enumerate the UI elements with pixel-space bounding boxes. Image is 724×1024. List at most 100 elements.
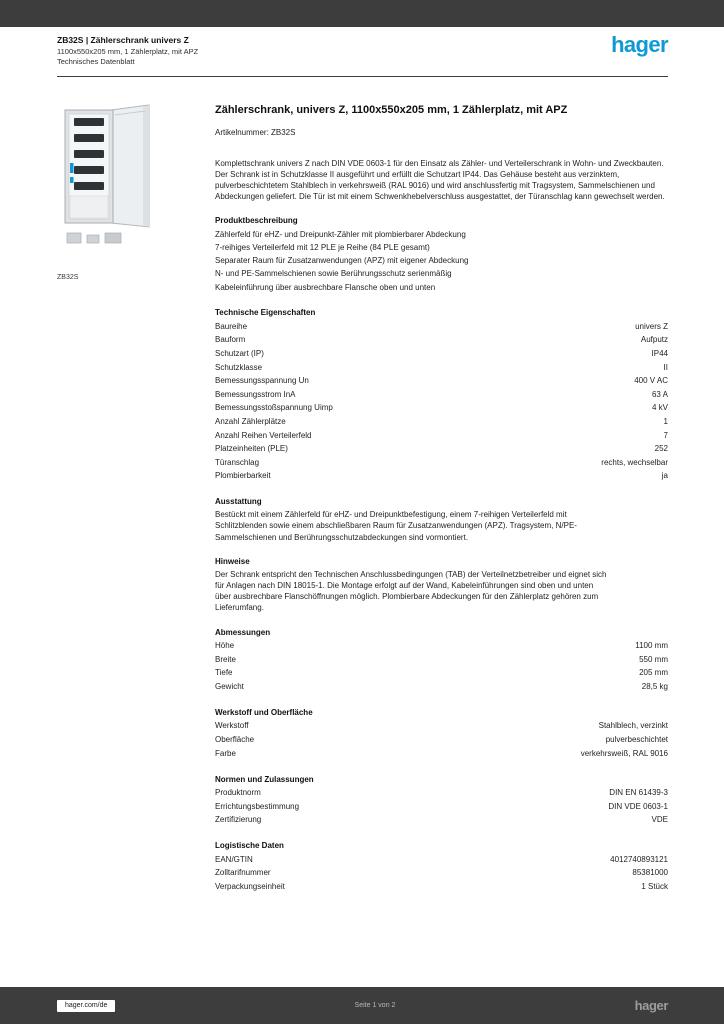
spec-value: 1100 mm — [635, 641, 668, 651]
product-intro-text: Komplettschrank univers Z nach DIN VDE 0… — [215, 158, 665, 202]
spec-label: Farbe — [215, 748, 236, 758]
spec-row: Tiefe 205 mm — [215, 667, 668, 681]
description-line: Kabeleinführung über ausbrechbare Flansc… — [215, 282, 436, 292]
spec-value: VDE — [651, 815, 668, 825]
spec-label: Bemessungsspannung Un — [215, 376, 309, 386]
spec-value: 4 kV — [651, 403, 668, 413]
section-heading: Werkstoff und Oberfläche — [215, 707, 313, 717]
spec-label: Verpackungseinheit — [215, 882, 285, 892]
spec-label: EAN/GTIN — [215, 854, 253, 864]
description-line: 7-reihiges Verteilerfeld mit 12 PLE je R… — [215, 242, 430, 252]
spec-row: Anzahl Reihen Verteilerfeld 7 — [215, 429, 668, 443]
spec-label: Errichtungsbestimmung — [215, 801, 300, 811]
description-line: Zählerfeld für eHZ- und Dreipunkt-Zähler… — [215, 229, 466, 239]
spec-row: EAN/GTIN 4012740893121 — [215, 853, 668, 867]
product-reference: ZB32S | Zählerschrank univers Z — [57, 35, 189, 45]
spec-value: rechts, wechselbar — [601, 457, 668, 467]
spec-value: univers Z — [635, 321, 668, 331]
spec-value: 28,5 kg — [641, 681, 668, 691]
spec-label: Breite — [215, 654, 236, 664]
spec-value: IP44 — [651, 349, 668, 359]
spec-label: Produktnorm — [215, 788, 261, 798]
description-line: Separater Raum für Zusatzanwendungen (AP… — [215, 256, 469, 266]
spec-label: Gewicht — [215, 681, 244, 691]
spec-value: 85381000 — [632, 868, 668, 878]
main-content: ZB32S Zählerschrank, univers Z, 1100x550… — [57, 103, 668, 894]
spec-row: Plombierbarkeit ja — [215, 470, 668, 484]
spec-label: Bemessungsstrom InA — [215, 389, 296, 399]
spec-value: ja — [661, 471, 668, 481]
section-text: Bestückt mit einem Zählerfeld für eHZ- u… — [215, 510, 577, 542]
section-heading: Hinweise — [215, 556, 250, 566]
spec-value: 550 mm — [639, 654, 668, 664]
section-heading: Technische Eigenschaften — [215, 308, 316, 318]
spec-row: Errichtungsbestimmung DIN VDE 0603-1 — [215, 800, 668, 814]
spec-value: verkehrsweiß, RAL 9016 — [580, 748, 668, 758]
spec-value: 1 Stück — [641, 882, 668, 892]
section-heading: Ausstattung — [215, 497, 262, 507]
spec-label: Schutzart (IP) — [215, 349, 264, 359]
spec-value: II — [663, 362, 668, 372]
spec-value: DIN VDE 0603-1 — [608, 801, 668, 811]
document-header: ZB32S | Zählerschrank univers Z 1100x550… — [57, 32, 669, 78]
spec-row: Bemessungsspannung Un 400 V AC — [215, 375, 668, 389]
spec-value: 4012740893121 — [610, 854, 668, 864]
spec-value: 1 — [663, 416, 668, 426]
spec-value: Aufputz — [640, 335, 668, 345]
spec-row: Schutzklasse II — [215, 361, 668, 375]
spec-label: Baureihe — [215, 321, 248, 331]
spec-label: Tiefe — [215, 668, 233, 678]
hager-logo: hager — [611, 32, 669, 57]
article-number: Artikelnummer: ZB32S — [215, 127, 296, 137]
product-image-caption: ZB32S — [57, 274, 79, 282]
spec-label: Anzahl Reihen Verteilerfeld — [215, 430, 312, 440]
spec-row: Türanschlag rechts, wechselbar — [215, 456, 668, 470]
spec-label: Platzeinheiten (PLE) — [215, 444, 288, 454]
spec-row: Bemessungsstrom InA 63 A — [215, 388, 668, 402]
right-column: Zählerschrank, univers Z, 1100x550x205 m… — [215, 103, 668, 894]
section-heading: Produktbeschreibung — [215, 216, 298, 226]
website-link[interactable]: hager.com/de — [57, 999, 116, 1012]
datasheet-page: ZB32S | Zählerschrank univers Z 1100x550… — [0, 27, 724, 987]
spec-label: Bemessungsstoßspannung Uimp — [215, 403, 333, 413]
section-heading: Normen und Zulassungen — [215, 774, 314, 784]
page-number: Seite 1 von 2 — [354, 1002, 396, 1009]
spec-label: Oberfläche — [215, 735, 255, 745]
section-heading: Abmessungen — [215, 627, 271, 637]
spec-row: Zertifizierung VDE — [215, 814, 668, 828]
spec-value: 400 V AC — [634, 376, 668, 386]
spec-label: Schutzklasse — [215, 362, 263, 372]
spec-label: Bauform — [215, 335, 246, 345]
product-description-line: 1100x550x205 mm, 1 Zählerplatz, mit APZ — [57, 46, 199, 56]
product-image — [57, 103, 155, 260]
spec-value: Stahlblech, verzinkt — [598, 721, 668, 731]
spec-value: 7 — [663, 430, 668, 440]
document-type-line: Technisches Datenblatt — [57, 57, 135, 66]
spec-row: Verpackungseinheit 1 Stück — [215, 880, 668, 894]
section-heading: Logistische Daten — [215, 841, 284, 851]
spec-label: Zertifizierung — [215, 815, 262, 825]
spec-row: Schutzart (IP) IP44 — [215, 347, 668, 361]
document-footer: hager.com/de Seite 1 von 2 hager — [0, 987, 724, 1024]
spec-row: Farbe verkehrsweiß, RAL 9016 — [215, 747, 668, 761]
spec-row: Breite 550 mm — [215, 653, 668, 667]
spec-value: 252 — [654, 444, 668, 454]
spec-row: Baureihe univers Z — [215, 320, 668, 334]
spec-label: Türanschlag — [215, 457, 260, 467]
cabinet-illustration — [64, 104, 150, 244]
spec-label: Plombierbarkeit — [215, 471, 271, 481]
spec-row: Bauform Aufputz — [215, 334, 668, 348]
spec-row: Gewicht 28,5 kg — [215, 680, 668, 694]
description-line: N- und PE-Sammelschienen sowie Berührung… — [215, 269, 452, 279]
spec-value: 205 mm — [639, 668, 668, 678]
spec-value: 63 A — [651, 389, 668, 399]
spec-row: Platzeinheiten (PLE) 252 — [215, 442, 668, 456]
hager-footer-logo: hager — [634, 998, 669, 1013]
